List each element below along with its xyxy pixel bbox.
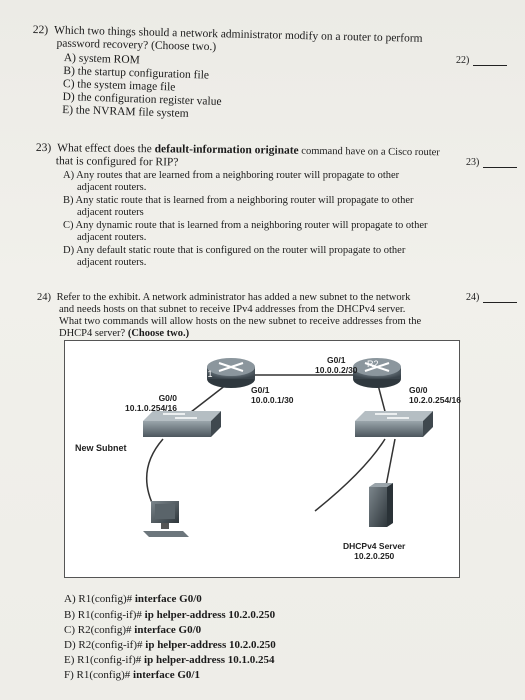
question-text: and needs hosts on that subnet to receiv… [59,304,406,315]
router-r2-icon [353,358,401,388]
r1-right-interface-label: G0/1 10.0.0.1/30 [251,385,294,405]
new-subnet-label: New Subnet [75,443,127,453]
option-line: A) Any routes that are learned from a ne… [63,170,400,181]
answer-prefix: E) R1(config-if)# [64,654,145,666]
answer-option-d: D) R2(config-if)# ip helper-address 10.2… [64,639,276,651]
answer-prefix: D) R2(config-if)# [64,639,146,651]
option: A) Any routes that are learned from a ne… [63,170,427,193]
server-ip: 10.2.0.250 [354,551,395,561]
option: C) Any dynamic route that is learned fro… [63,220,427,243]
question-number: 24) [37,292,51,303]
ip-label: 10.2.0.254/16 [409,395,461,405]
pc-icon [143,501,189,537]
link-switch-server2 [384,438,396,492]
question-text: DHCP4 server? [59,328,128,339]
option-line: C) Any dynamic route that is learned fro… [63,220,428,231]
question-text: What two commands will allow hosts on th… [59,316,422,327]
option-line: B) Any static route that is learned from… [63,195,414,206]
answer-blank-22[interactable]: 22) [456,55,508,66]
answer-command: ip helper-address 10.1.0.254 [144,654,275,666]
option-line: adjacent routers [77,206,144,218]
option-list-22: A) system ROM B) the startup configurati… [62,52,223,121]
network-exhibit: R1 R2 G0/1 10.0.0.2/30 G0/0 10.1.0.254/1… [64,340,461,578]
question-23: 23) What effect does the default-informa… [36,142,456,172]
answer-blank-24[interactable]: 24) [466,292,518,303]
question-text: that is configured for RIP? [55,155,179,169]
ip-label: 10.1.0.254/16 [125,403,177,413]
r2-label: R2 [367,359,379,369]
r2-right-interface-label: G0/0 10.2.0.254/16 [409,385,461,405]
option: D) Any default static route that is conf… [63,245,427,268]
answer-prefix: A) R1(config)# [64,593,135,605]
command-text: default-information originate [154,143,299,157]
option-line: adjacent routers. [77,231,147,243]
question-number: 22) [32,24,49,37]
interface-label: G0/0 [409,385,428,395]
option-list-23: A) Any routes that are learned from a ne… [63,170,427,268]
answer-command: interface G0/1 [133,669,200,681]
answer-command: interface G0/0 [134,593,202,605]
link-switch-server [314,438,386,512]
answer-option-e: E) R1(config-if)# ip helper-address 10.1… [64,654,275,666]
answer-blank[interactable] [473,65,508,66]
question-text: Refer to the exhibit. A network administ… [56,292,411,303]
option-line: adjacent routers. [77,181,147,193]
server-name: DHCPv4 Server [343,541,406,551]
link-switch-pc [145,438,164,510]
answer-option-c: C) R2(config)# interface G0/0 [64,624,201,636]
answer-command: ip helper-address 10.2.0.250 [145,639,276,651]
interface-label: G0/0 [158,393,177,403]
r1-r2-link-label: G0/1 10.0.0.2/30 [315,355,358,375]
answer-prefix: B) R1(config-if)# [64,609,145,621]
server-icon [369,483,393,527]
ip-label: 10.0.0.2/30 [315,365,358,375]
interface-label: G0/1 [327,355,346,365]
switch-right-icon [355,411,433,437]
dhcp-server-label: DHCPv4 Server 10.2.0.250 [343,541,405,561]
answer-prefix: F) R1(config)# [64,669,134,681]
answer-label: 22) [456,55,470,66]
question-24: 24) Refer to the exhibit. A network admi… [37,292,457,340]
answer-prefix: C) R2(config)# [64,624,135,636]
option: B) Any static route that is learned from… [63,195,427,218]
switch-left-icon [143,411,221,437]
answer-blank[interactable] [483,167,518,168]
ip-label: 10.0.0.1/30 [251,395,294,405]
option-line: D) Any default static route that is conf… [63,245,406,256]
question-number: 23) [35,142,52,155]
answer-blank-23[interactable]: 23) [466,157,518,168]
answer-label: 24) [466,292,480,303]
r1-left-interface-label: G0/0 10.1.0.254/16 [125,393,177,413]
answer-option-f: F) R1(config)# interface G0/1 [64,669,200,681]
answer-blank[interactable] [483,302,518,303]
r1-label: R1 [201,369,213,379]
answer-option-a: A) R1(config)# interface G0/0 [64,593,202,605]
option-line: adjacent routers. [77,256,147,268]
topology-diagram [143,358,433,537]
answer-command: ip helper-address 10.2.0.250 [144,609,276,621]
question-text: password recovery? (Choose two.) [56,37,217,54]
answer-option-b: B) R1(config-if)# ip helper-address 10.2… [64,609,275,621]
router-r1-icon [207,358,255,388]
answer-label: 23) [466,157,480,168]
question-text: What effect does the [57,142,155,156]
interface-label: G0/1 [251,385,270,395]
question-text-bold: (Choose two.) [127,328,190,339]
answer-command: interface G0/0 [134,624,202,636]
question-text: command have on a Cisco router [298,145,440,159]
